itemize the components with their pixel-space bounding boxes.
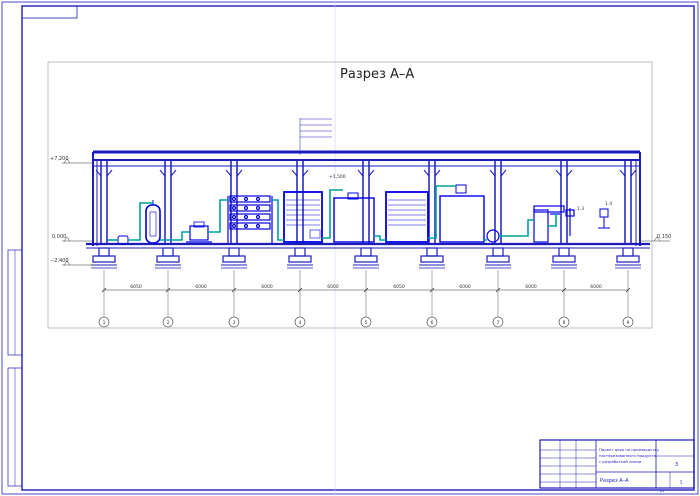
title-description-3: с разработкой линии <box>599 459 642 464</box>
cabinet-1 <box>283 191 323 243</box>
title-block <box>539 439 695 489</box>
pump-small-1 <box>117 235 129 245</box>
foundation <box>353 247 379 269</box>
column <box>291 160 309 244</box>
svg-text:9: 9 <box>627 320 630 326</box>
svg-text:2: 2 <box>167 320 170 326</box>
title-format: А1 <box>660 489 665 493</box>
equipment-group <box>117 184 610 245</box>
title-sheets-total: 5 <box>680 480 683 485</box>
svg-text:8: 8 <box>563 320 566 326</box>
svg-text:1: 1 <box>103 320 106 326</box>
axis-marker: 9 <box>622 316 634 328</box>
dimension-label: 6000 <box>525 284 537 290</box>
tank-elevation-label: +1,500 <box>329 174 346 180</box>
foundation <box>287 247 313 269</box>
svg-text:3: 3 <box>233 320 236 326</box>
title-description-2: пастеризованного продукта <box>599 453 656 458</box>
columns-group <box>95 160 637 244</box>
column <box>95 160 113 244</box>
dimension-label: 6050 <box>393 284 405 290</box>
view-frame <box>47 61 653 329</box>
foundations-group <box>91 247 641 269</box>
dimension-label: 6050 <box>130 284 142 290</box>
foundation <box>91 247 117 269</box>
axis-marker: 4 <box>294 316 306 328</box>
tank-1 <box>333 192 375 243</box>
cabinet-2 <box>385 191 429 243</box>
title-sheet-name: Разрез А–А <box>600 478 629 484</box>
dimension-chain: 6050 6000 6000 6000 6050 6000 6000 6000 <box>101 270 631 318</box>
dosing-unit <box>598 208 610 229</box>
dimension-label: 6000 <box>459 284 471 290</box>
foundation <box>615 247 641 269</box>
pump-unit <box>186 221 212 243</box>
axis-marker: 1 <box>98 316 110 328</box>
axis-marker: 6 <box>426 316 438 328</box>
filter-tank <box>145 200 161 244</box>
title-description-1: Проект цеха по производству <box>599 447 660 452</box>
column <box>423 160 441 244</box>
dimension-label: 6000 <box>327 284 339 290</box>
svg-text:5: 5 <box>365 320 368 326</box>
tank-2 <box>439 184 485 243</box>
pump-small-2 <box>486 229 500 243</box>
foundation <box>155 247 181 269</box>
elevation-right: 0,150 <box>657 234 671 240</box>
column <box>555 160 573 244</box>
dimension-label: 6000 <box>261 284 273 290</box>
section-title: Разрез А–А <box>340 67 414 82</box>
foundation <box>551 247 577 269</box>
foundation <box>221 247 247 269</box>
column <box>357 160 375 244</box>
elevation-marks <box>62 158 670 266</box>
dosing-label-1: 1.3 <box>577 206 584 212</box>
column <box>159 160 177 244</box>
plate-heat-exchanger <box>227 195 273 243</box>
foundation <box>485 247 511 269</box>
title-sheet-number: 3 <box>675 462 678 468</box>
roof-callout <box>299 118 332 155</box>
axis-marker: 8 <box>558 316 570 328</box>
foundation <box>419 247 445 269</box>
axis-markers: 1 2 3 4 5 6 7 8 9 <box>98 316 634 328</box>
axis-marker: 3 <box>228 316 240 328</box>
axis-marker: 2 <box>162 316 174 328</box>
elevation-top: +7,200 <box>50 156 69 162</box>
svg-text:7: 7 <box>497 320 500 326</box>
svg-text:6: 6 <box>431 320 434 326</box>
axis-marker: 7 <box>492 316 504 328</box>
filling-machine <box>533 205 575 243</box>
dosing-label-2: 1.4 <box>605 201 612 207</box>
dimension-label: 6000 <box>195 284 207 290</box>
elevation-floor: 0,000 <box>52 234 66 240</box>
column <box>489 160 507 244</box>
axis-marker: 5 <box>360 316 372 328</box>
column <box>619 160 637 244</box>
dimension-label: 6000 <box>590 284 602 290</box>
pipelines <box>108 185 557 241</box>
svg-text:4: 4 <box>299 320 302 326</box>
elevation-bottom: −2,400 <box>50 258 69 264</box>
